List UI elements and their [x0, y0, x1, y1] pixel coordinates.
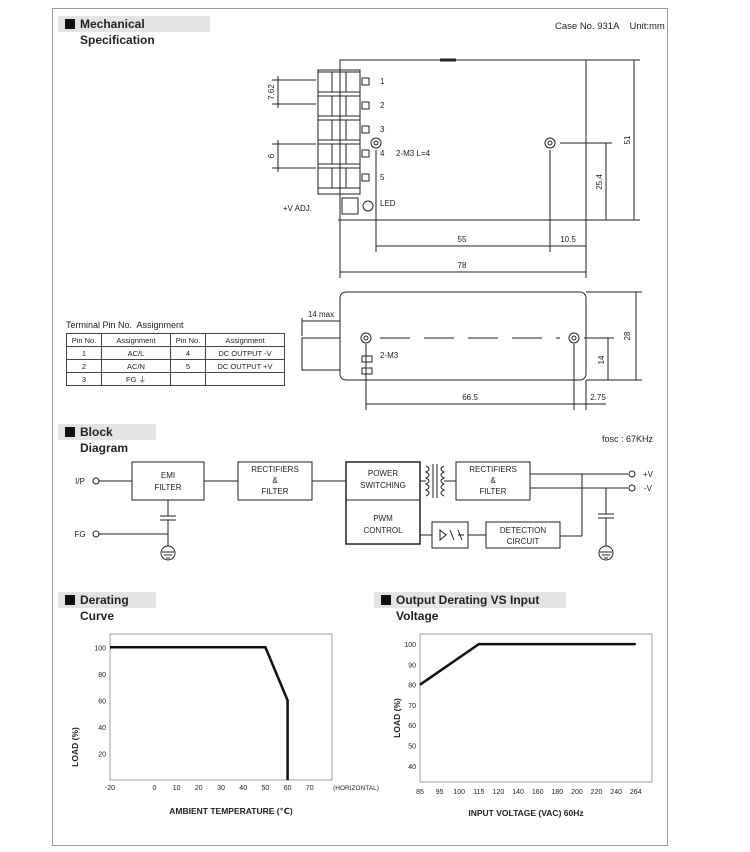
- table-cell: 3: [66, 372, 102, 386]
- section-bullet-icon: [381, 595, 391, 605]
- case-info: Case No. 931A Unit:mm: [555, 21, 665, 32]
- pin-table-caption: Terminal Pin No. Assignment: [66, 320, 184, 330]
- derating-title: Derating Curve: [58, 592, 156, 623]
- table-row: 1 AC/L 4 DC OUTPUT -V: [66, 346, 285, 360]
- table-cell: DC OUTPUT -V: [205, 346, 285, 360]
- block-diagram-title: Block Diagram: [58, 424, 156, 455]
- table-header: Pin No.: [66, 333, 102, 347]
- section-bullet-icon: [65, 19, 75, 29]
- output-derating-title: Output Derating VS Input Voltage: [374, 592, 566, 623]
- table-cell: 2: [66, 359, 102, 373]
- table-cell: [170, 372, 206, 386]
- table-header: Pin No.: [170, 333, 206, 347]
- table-header: Assignment: [205, 333, 285, 347]
- pin-assignment-table: Pin No. Assignment Pin No. Assignment 1 …: [66, 333, 285, 386]
- table-cell: AC/N: [101, 359, 171, 373]
- table-cell: FG ⏚: [101, 372, 171, 386]
- table-cell: AC/L: [101, 346, 171, 360]
- table-row: 3 FG ⏚: [66, 372, 285, 386]
- table-header: Assignment: [101, 333, 171, 347]
- page-frame: [52, 8, 668, 846]
- mechanical-title: Mechanical Specification: [58, 16, 210, 47]
- table-row: 2 AC/N 5 DC OUTPUT +V: [66, 359, 285, 373]
- table-cell: DC OUTPUT +V: [205, 359, 285, 373]
- table-cell: 4: [170, 346, 206, 360]
- table-cell: 1: [66, 346, 102, 360]
- section-bullet-icon: [65, 427, 75, 437]
- table-cell: 5: [170, 359, 206, 373]
- table-cell: [205, 372, 285, 386]
- section-bullet-icon: [65, 595, 75, 605]
- fosc-label: fosc : 67KHz: [602, 434, 654, 444]
